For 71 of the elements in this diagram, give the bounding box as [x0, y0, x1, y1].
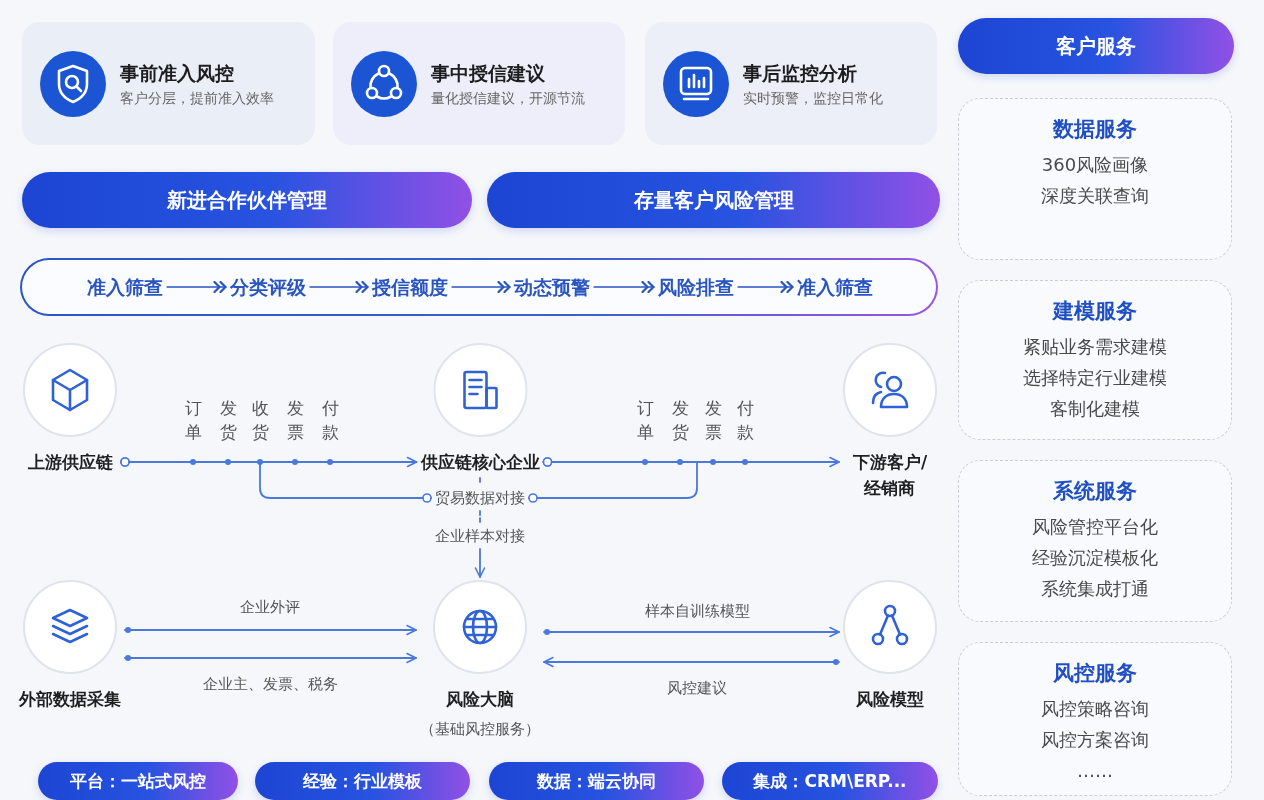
service-item: 风控方案咨询 — [1041, 728, 1149, 752]
feature-card — [333, 22, 625, 145]
card-title: 事后监控分析 — [743, 60, 858, 86]
service-item: 深度关联查询 — [1041, 184, 1149, 208]
node-label: 风险模型 — [856, 688, 924, 711]
event-label: 发货 — [671, 397, 689, 444]
service-item: 风险管控平台化 — [1032, 515, 1158, 539]
service-item: 客制化建模 — [1050, 397, 1140, 421]
panel-heading: 风控服务 — [1053, 660, 1137, 687]
connector-line — [479, 510, 481, 524]
card-subtitle: 量化授信建议，开源节流 — [431, 88, 585, 108]
event-label: 订单 — [184, 397, 202, 444]
node-label: 供应链核心企业 — [420, 451, 540, 474]
service-item: 风控策略咨询 — [1041, 697, 1149, 721]
edge-label: 企业外评 — [237, 597, 303, 617]
stage-label: 分类评级 — [230, 275, 306, 299]
arrow — [474, 548, 486, 578]
connector-line — [479, 477, 481, 486]
service-item: 经验沉淀模板化 — [1032, 546, 1158, 570]
arrow — [124, 624, 417, 636]
panel-heading: 建模服务 — [1053, 298, 1137, 325]
service-item: 选择特定行业建模 — [1023, 366, 1167, 390]
feature-card — [645, 22, 937, 145]
junction-label: 贸易数据对接 — [435, 488, 525, 508]
tag-banner: 集成：CRM\ERP... — [722, 762, 938, 800]
connector-line — [120, 457, 432, 503]
card-title: 事中授信建议 — [431, 60, 546, 86]
node-label: 上游供应链 — [27, 451, 113, 474]
service-panel — [958, 460, 1232, 622]
panel-heading: 系统服务 — [1053, 478, 1137, 505]
tag-banner: 数据：端云协同 — [489, 762, 704, 800]
stage-label: 动态预警 — [514, 275, 590, 299]
stage-label: 风险排查 — [658, 275, 734, 299]
service-item: 360风险画像 — [1041, 153, 1149, 177]
junction-label: 企业样本对接 — [435, 526, 525, 546]
arrow — [543, 626, 840, 638]
node-label: 外部数据采集 — [19, 688, 121, 711]
event-label: 发货 — [219, 397, 237, 444]
arrow — [124, 652, 417, 664]
service-item: …… — [1077, 759, 1113, 783]
service-item: 系统集成打通 — [1041, 577, 1149, 601]
service-panel — [958, 642, 1232, 796]
stage-label: 授信额度 — [372, 275, 448, 299]
section-banner: 存量客户风险管理 — [487, 172, 940, 228]
card-subtitle: 客户分层，提前准入效率 — [120, 88, 274, 108]
panel-heading: 数据服务 — [1053, 116, 1137, 143]
node-label: 风险大脑 — [446, 688, 514, 711]
event-label: 付款 — [321, 397, 339, 444]
connector-line — [528, 457, 698, 503]
event-label: 发票 — [704, 397, 722, 444]
service-panel — [958, 98, 1232, 260]
stage-label: 准入筛查 — [797, 275, 873, 299]
tag-banner: 经验：行业模板 — [255, 762, 470, 800]
node-sublabel: （基础风控服务） — [420, 719, 540, 740]
edge-label: 风控建议 — [664, 678, 730, 698]
event-label: 发票 — [286, 397, 304, 444]
process-band — [20, 258, 938, 316]
arrow — [543, 656, 840, 668]
event-label: 付款 — [736, 397, 754, 444]
tag-banner: 平台：一站式风控 — [38, 762, 238, 800]
header-banner: 客户服务 — [958, 18, 1234, 74]
service-panel — [958, 280, 1232, 440]
event-label: 收货 — [251, 397, 269, 444]
feature-card — [22, 22, 315, 145]
service-item: 紧贴业务需求建模 — [1023, 335, 1167, 359]
section-banner: 新进合作伙伴管理 — [22, 172, 472, 228]
card-title: 事前准入风控 — [120, 60, 235, 86]
card-subtitle: 实时预警，监控日常化 — [743, 88, 883, 108]
stage-label: 准入筛查 — [87, 275, 163, 299]
node-label: 下游客户/经销商 — [851, 451, 929, 500]
event-label: 订单 — [636, 397, 654, 444]
